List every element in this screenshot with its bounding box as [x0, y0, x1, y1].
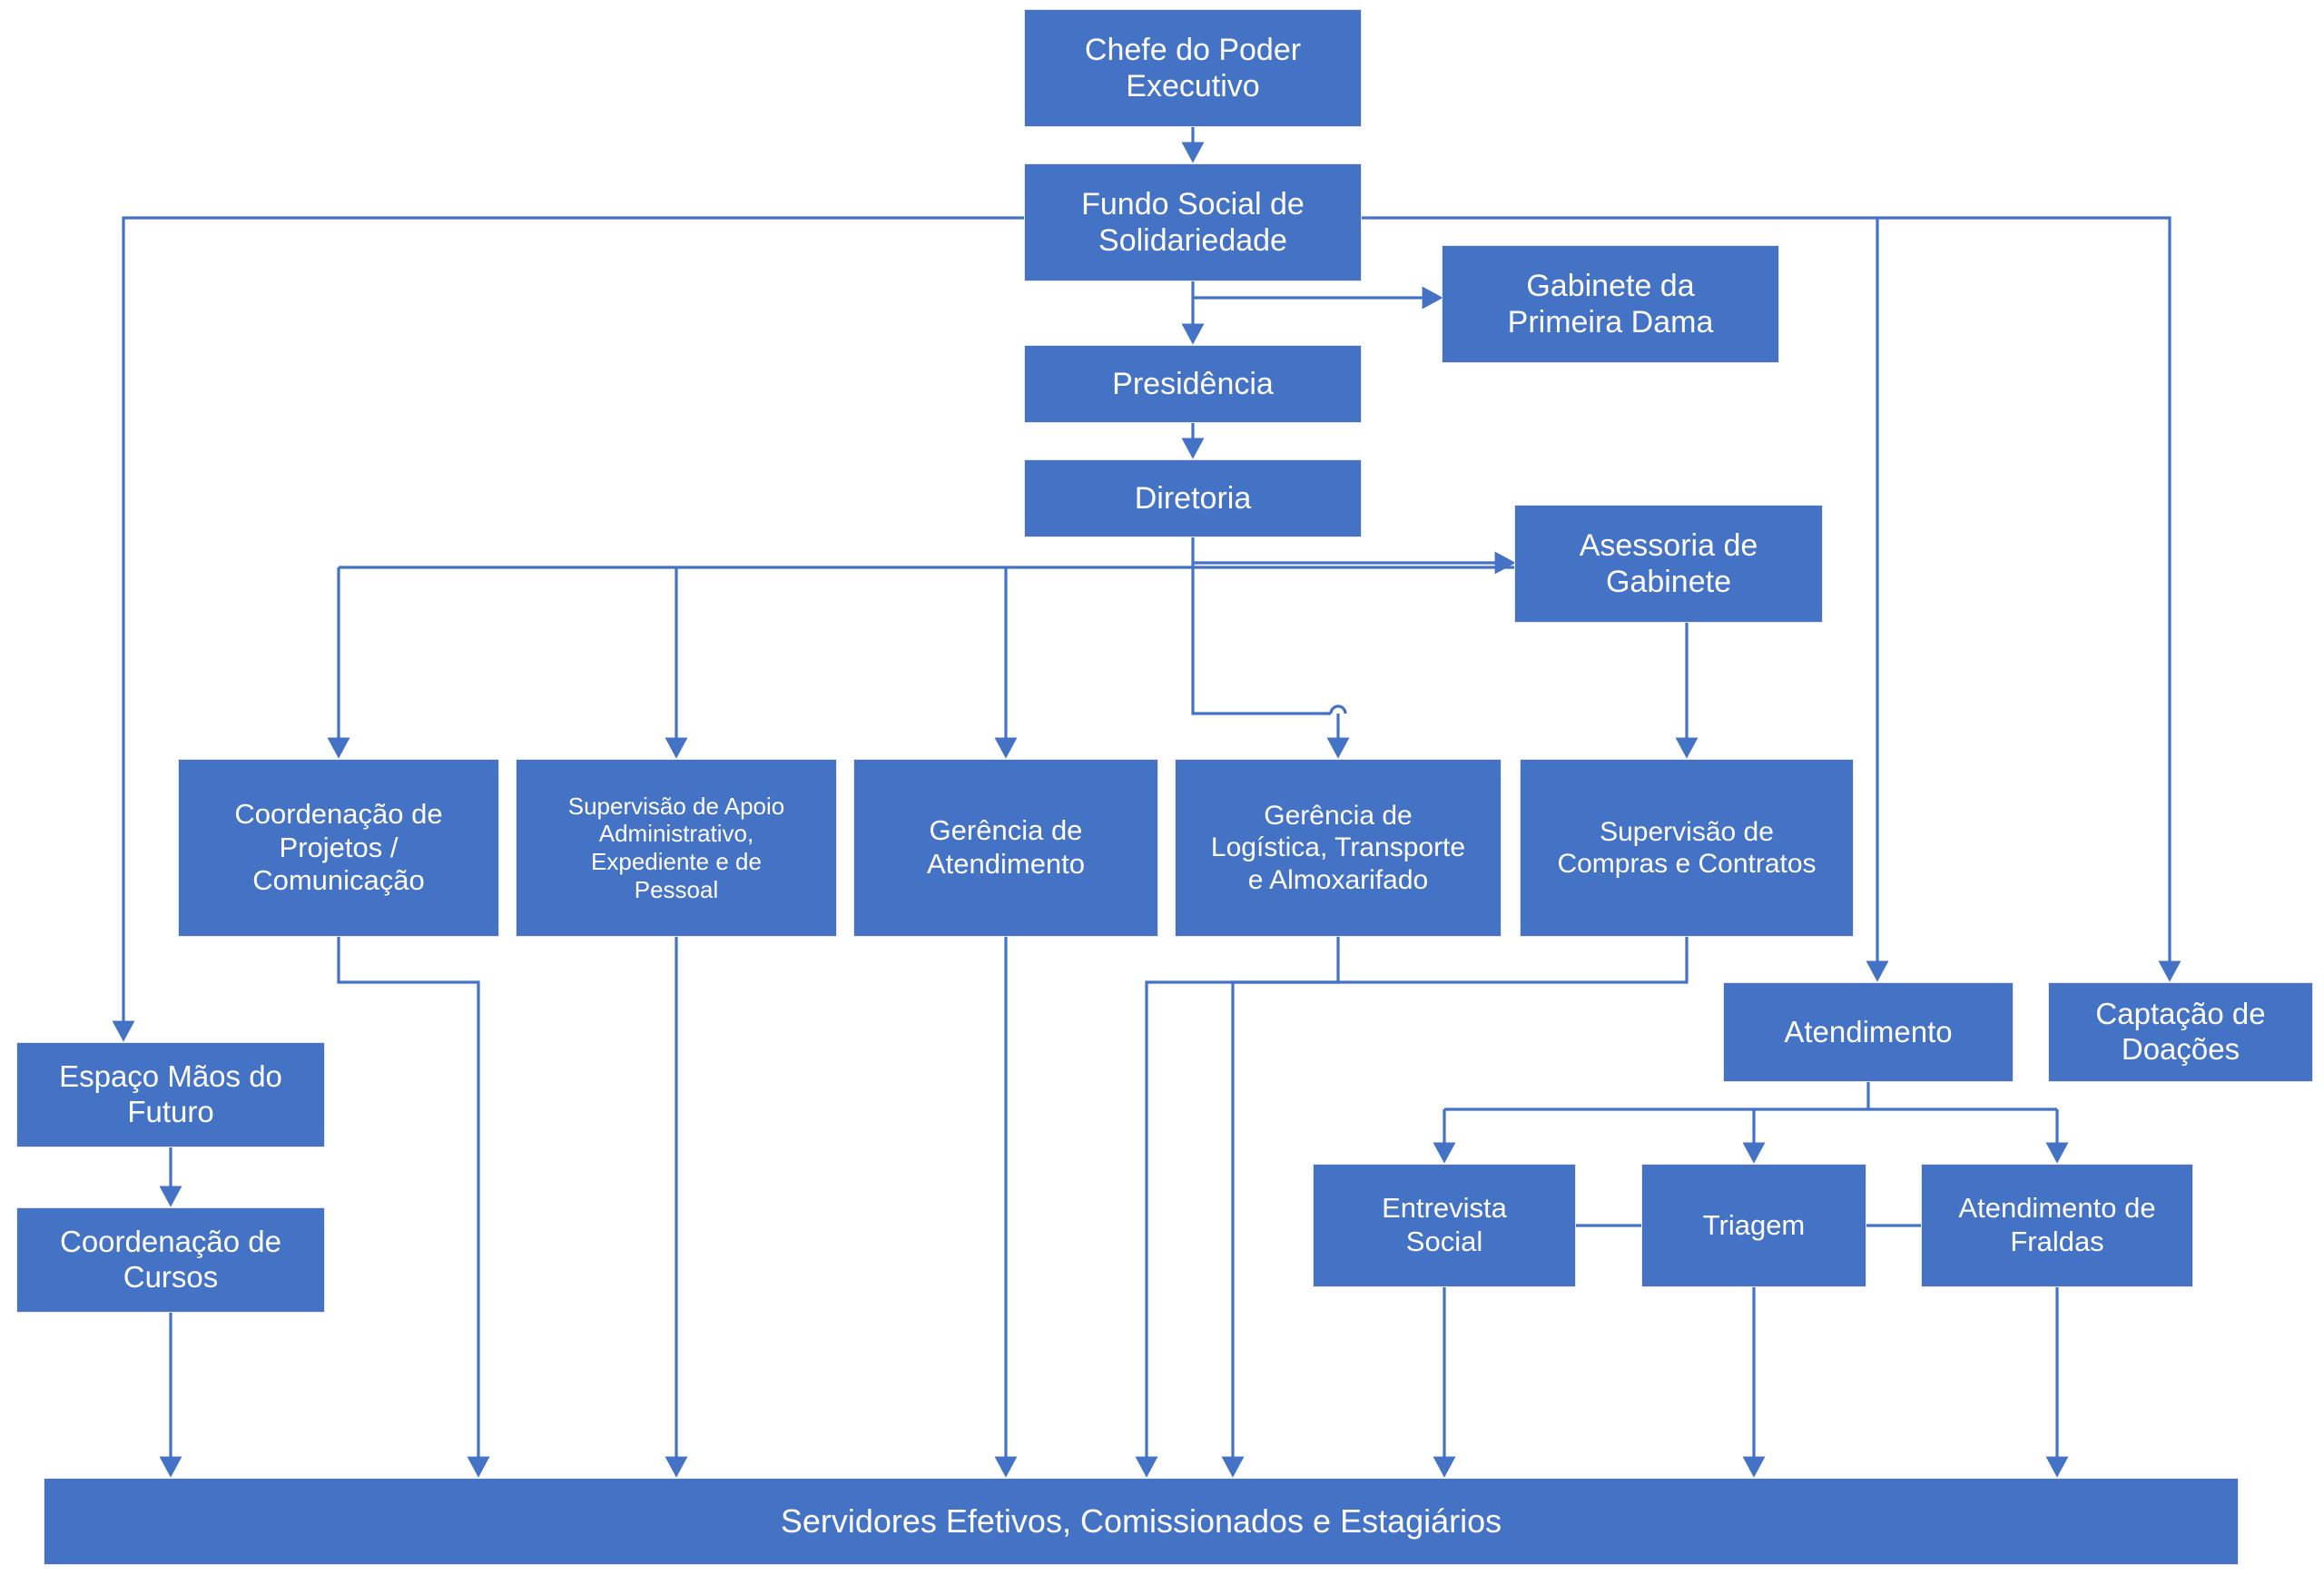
node-gabinete-da-primeira-dama[interactable]: Gabinete da Primeira Dama [1442, 245, 1779, 363]
node-entrevista-social[interactable]: Entrevista Social [1313, 1164, 1576, 1287]
node-supervisao-de-apoio-administrativo[interactable]: Supervisão de Apoio Administrativo, Expe… [516, 759, 837, 937]
node-fundo-social-de-solidariedade[interactable]: Fundo Social de Solidariedade [1024, 163, 1362, 281]
node-triagem[interactable]: Triagem [1641, 1164, 1866, 1287]
node-supervisao-de-compras-e-contratos[interactable]: Supervisão de Compras e Contratos [1520, 759, 1854, 937]
edge-fundo-to-captacao [1877, 216, 2181, 982]
edge-diretoria-to-gerencia-logistica [1191, 567, 1331, 715]
edge-coord-projetos-to-servidores [337, 937, 490, 1478]
node-coordenacao-de-projetos-comunicacao[interactable]: Coordenação de Projetos / Comunicação [178, 759, 499, 937]
node-gerencia-de-logistica-transporte-almoxarifado[interactable]: Gerência de Logística, Transporte e Almo… [1175, 759, 1502, 937]
edge-supervisao-compras-to-servidores [1221, 937, 1689, 1478]
node-asessoria-de-gabinete[interactable]: Asessoria de Gabinete [1514, 505, 1823, 623]
node-atendimento-de-fraldas[interactable]: Atendimento de Fraldas [1921, 1164, 2193, 1287]
node-atendimento[interactable]: Atendimento [1723, 982, 2014, 1082]
node-gerencia-de-atendimento[interactable]: Gerência de Atendimento [853, 759, 1158, 937]
edge-atendimento-bus [1444, 1082, 2057, 1111]
node-presidencia[interactable]: Presidência [1024, 345, 1362, 423]
node-captacao-de-doacoes[interactable]: Captação de Doações [2048, 982, 2313, 1082]
node-chefe-do-poder-executivo[interactable]: Chefe do Poder Executivo [1024, 9, 1362, 127]
edge-hop-gerencia-logistica [1329, 704, 1347, 714]
node-servidores-efetivos-comissionados-estagiarios[interactable]: Servidores Efetivos, Comissionados e Est… [44, 1478, 2239, 1565]
edge-fundo-to-espaco-maos [112, 216, 1024, 1042]
node-diretoria[interactable]: Diretoria [1024, 459, 1362, 537]
node-coordenacao-de-cursos[interactable]: Coordenação de Cursos [16, 1207, 325, 1313]
node-espaco-maos-do-futuro[interactable]: Espaço Mãos do Futuro [16, 1042, 325, 1147]
